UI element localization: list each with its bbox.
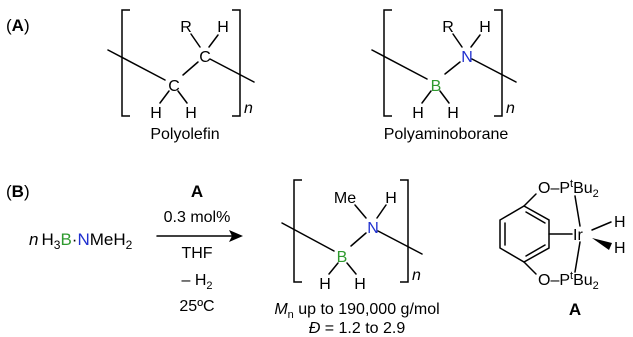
left-bracket xyxy=(121,9,130,117)
byproduct: – H2 xyxy=(181,272,212,292)
product-polymer-structure: B N Me H H H n xyxy=(281,179,423,293)
bond-ir-h-upper xyxy=(591,221,612,231)
bond-chain-right xyxy=(209,58,255,83)
atom-b: B xyxy=(337,249,348,266)
bond-b-h-right xyxy=(439,90,450,104)
atom-c-lower: C xyxy=(168,78,180,95)
repeat-subscript: n xyxy=(412,267,421,284)
molar-mass-note: Mn up to 190,000 g/mol xyxy=(274,301,439,321)
ring-double-bond-1 xyxy=(525,211,546,224)
catalyst-loading: 0.3 mol% xyxy=(164,209,231,226)
polyolefin-caption: Polyolefin xyxy=(150,126,219,143)
bond-p-ir-bottom xyxy=(574,241,581,273)
bond-b-h-left xyxy=(328,262,339,275)
solvent: THF xyxy=(181,245,212,262)
atom-h-top: H xyxy=(479,19,491,36)
repeat-subscript: n xyxy=(506,100,515,117)
bond-n-me xyxy=(354,204,367,219)
right-bracket xyxy=(494,9,503,117)
bond-n-r xyxy=(452,33,463,48)
atom-h-top: H xyxy=(385,190,397,207)
bond-c-h-top xyxy=(208,34,219,48)
atom-h-bottom-left: H xyxy=(319,276,331,293)
reaction-arrow xyxy=(156,230,243,242)
atom-h-bottom-right: H xyxy=(447,105,459,122)
bond-b-n xyxy=(444,61,461,75)
right-bracket xyxy=(232,9,241,117)
temperature: 25ºC xyxy=(179,298,214,315)
bond-chain-right xyxy=(377,230,423,255)
oxygen-top-group: O–PtBu2 xyxy=(538,178,599,200)
hydride-upper: H xyxy=(614,214,626,231)
bond-b-h-left xyxy=(421,90,432,104)
dispersity-note: Đ = 1.2 to 2.9 xyxy=(309,320,406,337)
bond-chain-left xyxy=(371,49,428,80)
repeat-subscript: n xyxy=(244,100,253,117)
left-bracket xyxy=(383,9,392,117)
atom-h-bottom-left: H xyxy=(412,105,424,122)
atom-c-upper: C xyxy=(199,49,211,66)
polyolefin-structure: C C R H H H n xyxy=(107,9,255,122)
atom-h-bottom-right: H xyxy=(185,105,197,122)
left-bracket xyxy=(293,179,302,283)
atom-n: N xyxy=(367,220,379,237)
atom-b: B xyxy=(431,78,442,95)
bond-ring-o-top xyxy=(523,193,537,207)
hydride-lower: H xyxy=(614,240,626,257)
bond-p-ir-top xyxy=(574,195,581,227)
bond-chain-left xyxy=(281,222,335,252)
panel-a-label: (A) xyxy=(6,16,30,35)
ring-double-bond-3 xyxy=(525,244,546,257)
bond-n-h xyxy=(376,204,387,219)
atom-r: R xyxy=(442,19,454,36)
bond-b-h-right xyxy=(346,262,357,275)
bond-chain-right xyxy=(471,58,517,83)
bond-c-r xyxy=(190,33,201,48)
atom-h-bottom-left: H xyxy=(150,105,162,122)
benzene-ring xyxy=(499,205,550,263)
methyl-group: Me xyxy=(334,190,356,207)
bond-chain-left xyxy=(107,49,166,81)
polyaminoborane-structure: B N R H H H n xyxy=(371,9,517,122)
bond-c-h-right xyxy=(177,90,188,104)
panel-b-label: (B) xyxy=(6,182,30,201)
bond-c-h-left xyxy=(159,90,170,104)
atom-r: R xyxy=(180,19,192,36)
bond-c-c xyxy=(182,61,199,76)
atom-h-bottom-right: H xyxy=(354,276,366,293)
catalyst-label: A xyxy=(191,182,203,201)
atom-h-top: H xyxy=(217,19,229,36)
iridium-atom: Ir xyxy=(573,227,583,244)
atom-n: N xyxy=(461,49,473,66)
bond-ir-h-wedge xyxy=(592,238,612,250)
right-bracket xyxy=(400,179,409,283)
catalyst-a-structure: O–PtBu2 O–PtBu2 Ir H H xyxy=(499,178,626,292)
bond-b-n xyxy=(350,232,367,247)
bond-n-h xyxy=(470,34,481,48)
bond-ring-o-bottom xyxy=(523,261,537,275)
polyaminoborane-caption: Polyaminoborane xyxy=(384,126,509,143)
catalyst-a-label: A xyxy=(569,300,581,319)
oxygen-bottom-group: O–PtBu2 xyxy=(538,270,599,292)
